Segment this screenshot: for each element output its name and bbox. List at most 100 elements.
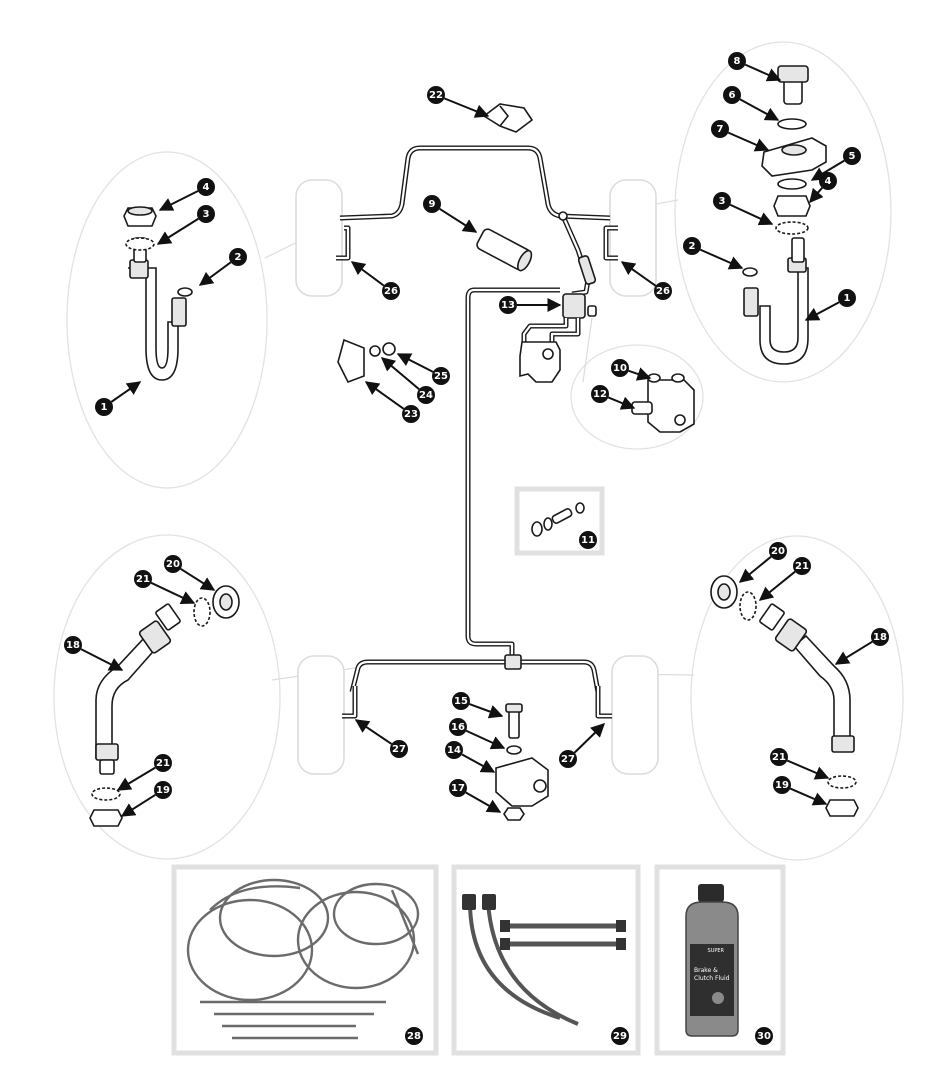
leader-arrow xyxy=(465,791,502,813)
callout-number: 2 xyxy=(689,241,696,252)
lockwasher-21-rear-left-bottom xyxy=(91,787,121,801)
callout-number: 11 xyxy=(581,535,595,546)
callout-number: 21 xyxy=(156,758,170,769)
callout-number: 17 xyxy=(451,783,465,794)
washer-2-right xyxy=(742,267,758,277)
leader-arrow xyxy=(727,131,770,152)
leader-arrow xyxy=(465,729,506,750)
leader-arrow xyxy=(620,261,657,287)
leader-arrow xyxy=(350,261,385,287)
callout-number: 1 xyxy=(101,402,108,413)
callout-30: 30 xyxy=(755,1027,773,1045)
callout-number: 30 xyxy=(757,1031,771,1042)
nut-19-rear-right xyxy=(825,799,859,817)
callout-4: 4 xyxy=(197,178,215,196)
pipe-kit-box-28 xyxy=(171,864,439,1056)
guide-line xyxy=(582,317,593,383)
leader-arrow xyxy=(150,581,196,604)
leader-arrow xyxy=(834,640,873,665)
rear-tee-junction xyxy=(504,654,522,670)
callout-21: 21 xyxy=(770,748,788,766)
callout-17: 17 xyxy=(449,779,467,797)
callout-26: 26 xyxy=(654,282,672,300)
callout-16: 16 xyxy=(449,718,467,736)
leader-arrow xyxy=(786,759,830,780)
tee-piece-14 xyxy=(495,757,549,807)
callout-number: 13 xyxy=(501,300,515,311)
leader-arrow xyxy=(80,648,124,671)
bottle-brand-text: SUPER xyxy=(708,948,725,954)
callout-number: 3 xyxy=(719,196,726,207)
leader-arrow xyxy=(156,217,199,245)
leader-arrow xyxy=(739,98,780,121)
rear-left-detail-bubble xyxy=(53,534,281,860)
lockwasher-3-left xyxy=(125,237,155,251)
leader-arrow xyxy=(628,367,652,381)
front-left-hose-detail xyxy=(123,206,193,381)
washer-2-left xyxy=(177,287,193,297)
callout-27: 27 xyxy=(559,750,577,768)
callout-11: 11 xyxy=(579,531,597,549)
rear-cross-pipe xyxy=(349,659,601,693)
pipe-connector xyxy=(577,255,597,285)
pipe-kit-contents xyxy=(186,878,420,1040)
callout-number: 19 xyxy=(775,780,789,791)
callout-number: 20 xyxy=(771,546,785,557)
front-right-wheel xyxy=(609,179,657,297)
leader-arrow xyxy=(110,381,142,403)
nut-17 xyxy=(503,807,525,821)
nut-19-rear-left xyxy=(89,809,123,827)
callout-number: 25 xyxy=(434,371,448,382)
callout-number: 21 xyxy=(795,561,809,572)
banjo-union-7 xyxy=(761,137,827,177)
leader-arrow xyxy=(810,159,845,181)
leader-arrow xyxy=(116,766,156,791)
callout-number: 26 xyxy=(384,286,398,297)
callout-5: 5 xyxy=(843,147,861,165)
callout-number: 9 xyxy=(429,199,436,210)
callout-number: 21 xyxy=(772,752,786,763)
lockwasher-21-rear-right-top xyxy=(739,591,757,621)
hose-sleeve xyxy=(476,228,533,272)
leader-arrow xyxy=(198,261,232,286)
front-left-detail-bubble xyxy=(66,151,268,489)
front-cross-pipe xyxy=(339,145,611,221)
callout-number: 1 xyxy=(844,293,851,304)
leader-arrow xyxy=(439,207,478,233)
callout-number: 28 xyxy=(407,1031,421,1042)
callout-4: 4 xyxy=(819,172,837,190)
leader-arrow xyxy=(158,190,199,211)
callout-9: 9 xyxy=(423,195,441,213)
washer-16 xyxy=(506,745,522,755)
rear-right-wheel xyxy=(611,655,659,775)
leader-arrow xyxy=(180,567,216,591)
lockwasher-3-right xyxy=(775,221,809,235)
callout-number: 4 xyxy=(825,176,832,187)
leader-arrow xyxy=(744,63,782,82)
callout-number: 23 xyxy=(404,409,418,420)
leader-arrow xyxy=(758,570,796,601)
callout-14: 14 xyxy=(445,741,463,759)
callout-29: 29 xyxy=(611,1027,629,1045)
lockwasher-21-rear-right-bottom xyxy=(827,775,857,789)
callout-8: 8 xyxy=(728,52,746,70)
callout-number: 10 xyxy=(613,363,627,374)
callout-21: 21 xyxy=(154,754,172,772)
front-tee-piece xyxy=(562,293,586,319)
callout-number: 18 xyxy=(66,640,80,651)
leader-arrow xyxy=(396,353,434,373)
bottle-label-line1: Brake & xyxy=(694,967,718,974)
leader-arrow xyxy=(789,787,828,806)
leader-arrow xyxy=(354,719,393,745)
leader-arrow xyxy=(804,301,840,321)
leader-arrow xyxy=(809,187,824,204)
leader-arrow xyxy=(380,357,420,390)
callout-1: 1 xyxy=(838,289,856,307)
callout-number: 3 xyxy=(203,209,210,220)
rear-left-hose-detail xyxy=(89,585,240,827)
nut-4-right xyxy=(773,195,811,217)
bottle-label-line2: Clutch Fluid xyxy=(694,975,730,982)
leader-arrow xyxy=(364,381,405,410)
leader-arrow xyxy=(443,97,490,118)
